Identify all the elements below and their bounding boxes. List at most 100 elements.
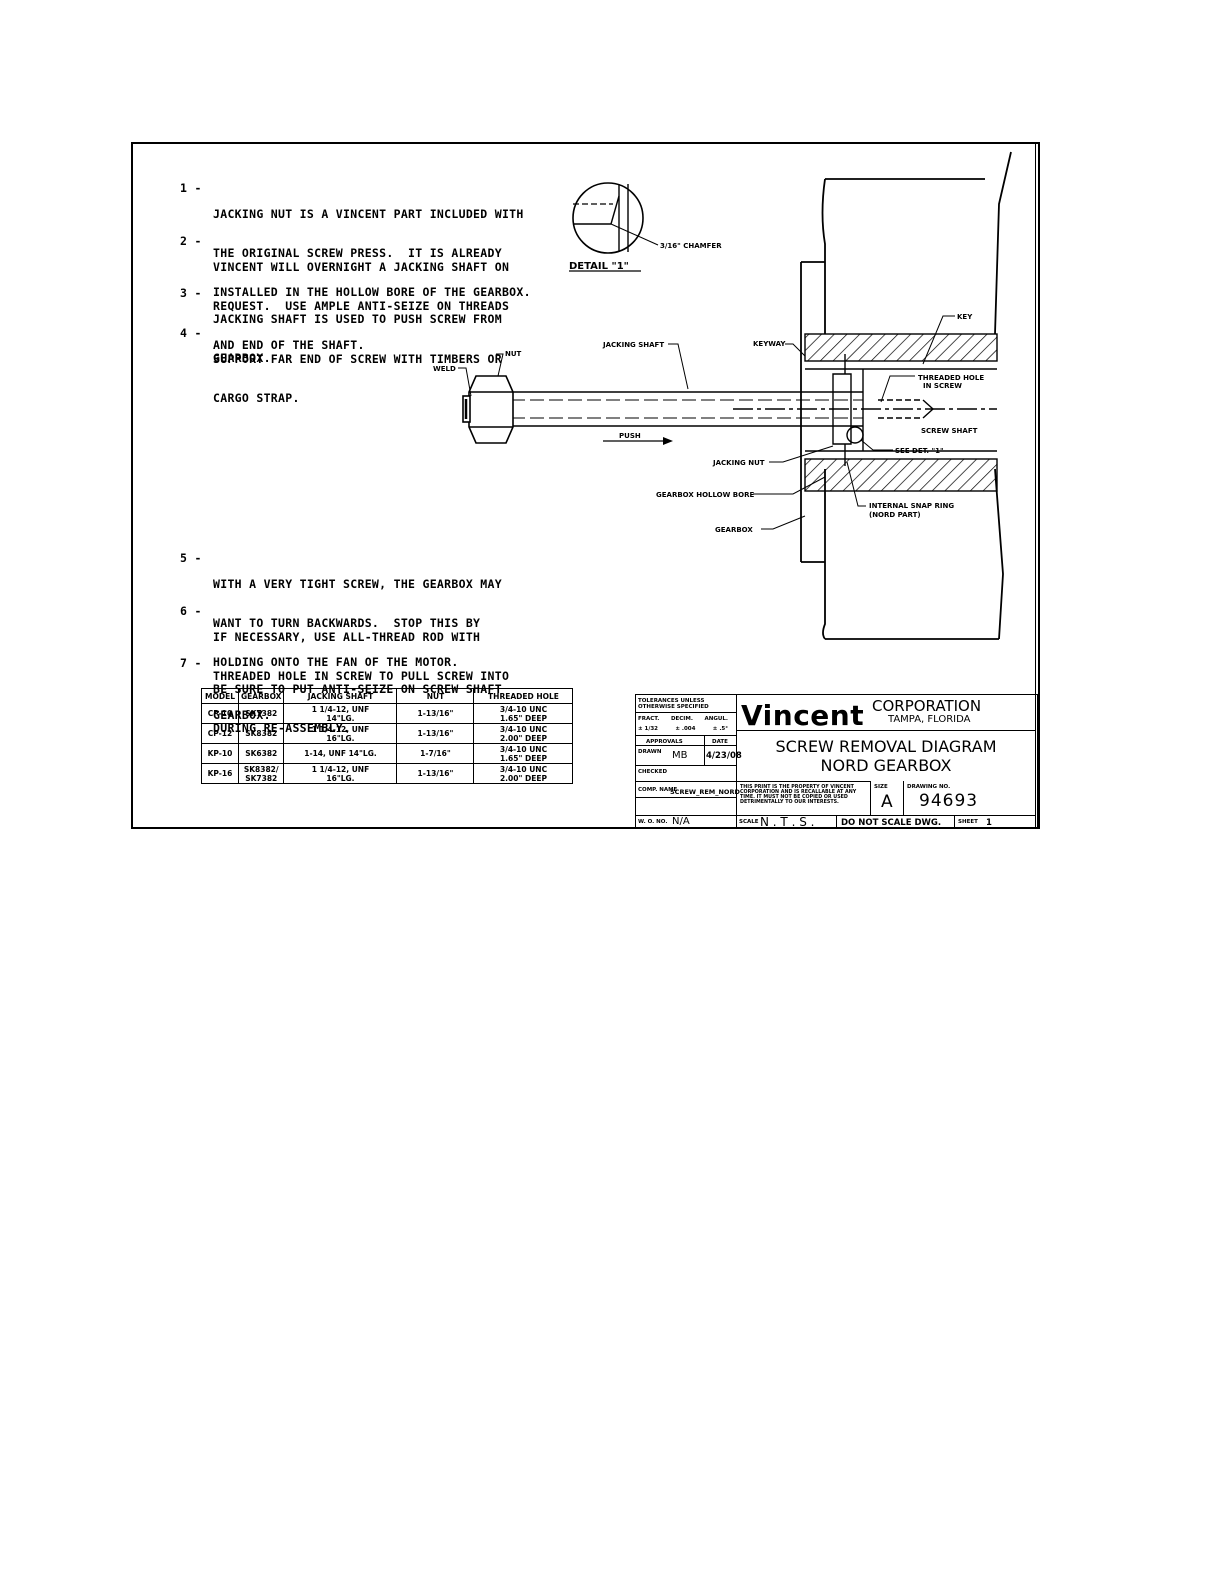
gearbox-outline — [800, 151, 1012, 640]
cell-line: 3/4-10 UNC — [499, 764, 548, 774]
chamfer-label: 3/16" CHAMFER — [660, 242, 722, 250]
cell-line: 2.00" DEEP — [499, 773, 547, 783]
note-number: 2 - — [180, 234, 202, 248]
cell-line: SK7382 — [245, 709, 278, 718]
gearbox-bore-section — [804, 458, 998, 492]
push-arrow — [603, 437, 673, 445]
note-line: WANT TO TURN BACKWARDS. STOP THIS BY — [213, 616, 481, 630]
snap-ring-label-2: (NORD PART) — [869, 511, 921, 519]
cell-line: 1.65" DEEP — [499, 713, 547, 723]
note-line: INSTALLED IN THE HOLLOW BORE OF THE GEAR… — [213, 285, 531, 299]
note-number: 3 - — [180, 286, 202, 300]
cell-line: 3/4-10 UNC — [499, 704, 548, 714]
drawn-label: DRAWN — [638, 749, 662, 755]
nut-cell: 1-13/16" — [396, 703, 475, 724]
note-number: 4 - — [180, 326, 202, 340]
model-cell: CP-10 — [201, 703, 239, 724]
checked-label: CHECKED — [638, 769, 668, 775]
cell-line: 1-14, UNF 14"LG. — [304, 749, 377, 758]
cell-line: 1 1/4-12, UNF — [311, 724, 370, 734]
note-line: IF NECESSARY, USE ALL-THREAD ROD WITH — [213, 630, 481, 644]
jacking-nut-label: JACKING NUT — [712, 459, 765, 467]
cell-line: 3/4-10 UNC — [499, 724, 548, 734]
do-not-scale-note: DO NOT SCALE DWG. — [841, 818, 942, 828]
drawn-value: MB — [672, 750, 688, 761]
fract-value: ± 1/32 — [638, 726, 659, 732]
property-note: DETRIMENTALLY TO OUR INTERESTS. — [740, 800, 839, 805]
column-header: GEARBOX — [237, 688, 285, 704]
drawing-no-value: 94693 — [919, 791, 979, 811]
gearbox-cell: SK6382 — [237, 743, 285, 764]
note-1: 1 - JACKING NUT IS A VINCENT PART INCLUD… — [180, 169, 531, 325]
date-value: 4/23/08 — [706, 751, 742, 761]
nut-label: NUT — [505, 350, 522, 358]
jacking-shaft — [511, 391, 863, 427]
note-line: THREADED HOLE IN SCREW TO PULL SCREW INT… — [213, 669, 510, 683]
tolerances-label: OTHERWISE SPECIFIED — [638, 704, 709, 710]
note-line: GEARBOX. — [213, 351, 271, 365]
model-cell: KP-10 — [201, 743, 239, 764]
note-line: JACKING NUT IS A VINCENT PART INCLUDED W… — [213, 207, 524, 221]
angul-value: ± .5° — [712, 726, 728, 732]
column-header: NUT — [396, 688, 475, 704]
note-line: CARGO STRAP. — [213, 391, 300, 405]
threaded-hole-label-1: THREADED HOLE — [918, 374, 984, 382]
model-cell: KP-16 — [201, 763, 239, 784]
key-section — [804, 333, 998, 362]
drawing-no-label: DRAWING NO. — [907, 784, 951, 790]
note-number: 6 - — [180, 604, 202, 618]
gearbox-cell: SK8382/SK7382 — [237, 763, 285, 784]
cell-line: 2.00" DEEP — [499, 733, 547, 743]
cell-line: SK7382 — [245, 773, 278, 783]
see-detail-label: SEE DET. "1" — [895, 447, 944, 455]
jacking-nut — [832, 354, 864, 466]
approvals-label: APPROVALS — [646, 739, 683, 745]
property-note: THIS PRINT IS THE PROPERTY OF VINCENT — [740, 785, 854, 790]
title-block: TOLERANCES UNLESS OTHERWISE SPECIFIED FR… — [635, 694, 1038, 829]
assembly-drawing: 3/16" CHAMFER DETAIL "1" — [433, 151, 1012, 640]
cell-line: 14"LG. — [326, 713, 355, 723]
cell-line: SK8382 — [245, 729, 278, 738]
gearbox-cell: SK7382 — [237, 703, 285, 724]
leader-lines — [458, 315, 955, 530]
note-5: 5 - WITH A VERY TIGHT SCREW, THE GEARBOX… — [180, 539, 502, 695]
decim-value: ± .004 — [675, 726, 696, 732]
screw-shaft-label: SCREW SHAFT — [921, 427, 978, 435]
property-note: TIME. IT MUST NOT BE COPIED OR USED — [740, 795, 848, 800]
cell-line: 16"LG. — [326, 773, 355, 783]
table-header-row: MODEL GEARBOX JACKING SHAFT NUT THREADED… — [201, 688, 574, 704]
note-number: 5 - — [180, 551, 202, 565]
note-line: HOLDING ONTO THE FAN OF THE MOTOR. — [213, 655, 459, 669]
scale-value: N . T . S . — [760, 815, 815, 829]
nut-cell: 1-13/16" — [396, 723, 475, 744]
note-3: 3 - JACKING SHAFT IS USED TO PUSH SCREW … — [180, 274, 502, 391]
push-label: PUSH — [619, 432, 641, 440]
comp-name-label: COMP. NAME — [638, 787, 678, 793]
note-line: JACKING SHAFT IS USED TO PUSH SCREW FROM — [213, 312, 502, 326]
gearbox-cell: SK8382 — [237, 723, 285, 744]
property-note: CORPORATION AND IS RECALLABLE AT ANY — [740, 790, 857, 795]
date-label: DATE — [712, 739, 728, 745]
tolerances-label: TOLERANCES UNLESS — [638, 698, 705, 704]
drawing-subtitle: NORD GEARBOX — [820, 756, 952, 775]
size-value: A — [881, 792, 893, 812]
note-4: 4 - SUPPORT FAR END OF SCREW WITH TIMBER… — [180, 314, 502, 431]
column-header: THREADED HOLE — [473, 688, 574, 704]
note-line: THE ORIGINAL SCREW PRESS. IT IS ALREADY — [213, 246, 502, 260]
gearbox-label: GEARBOX — [715, 526, 753, 534]
cell-line: 1 1/4-12, UNF — [311, 704, 370, 714]
company-logo: Vincent — [741, 699, 865, 732]
cell-line: 1 1/4-12, UNF — [311, 764, 370, 774]
parts-table: MODEL GEARBOX JACKING SHAFT NUT THREADED… — [201, 688, 574, 784]
note-line: AND END OF THE SHAFT. — [213, 338, 365, 352]
nut-cell: 1-7/16" — [396, 743, 475, 764]
